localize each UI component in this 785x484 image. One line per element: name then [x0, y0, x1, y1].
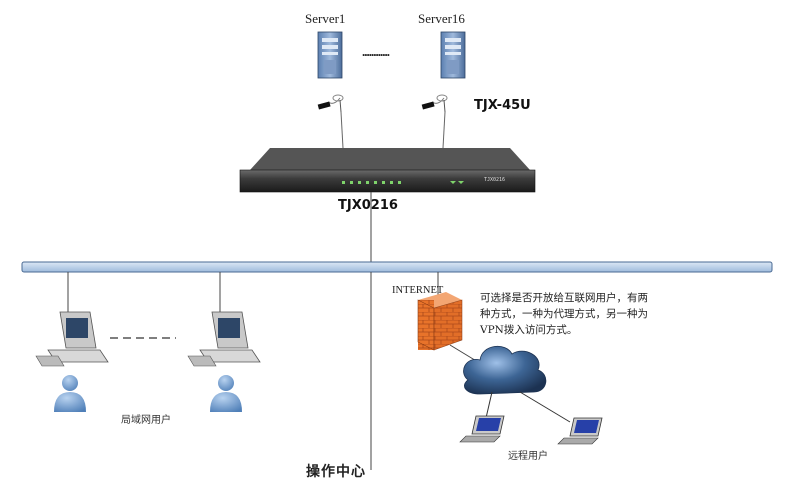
adapter-label: TJX-45U: [474, 98, 531, 113]
operations-center-label: 操作中心: [306, 464, 366, 480]
server-1-icon: [317, 31, 343, 79]
lan-user-1-icon: [54, 375, 86, 412]
remote-users-label: 远程用户: [508, 451, 548, 462]
server-16-label: Server16: [418, 11, 465, 26]
remote-laptop-1-icon: [459, 415, 505, 443]
adapter-1-icon: [317, 94, 344, 113]
switch-panel-text: TJX0216: [484, 177, 506, 183]
kvm-switch-icon: [239, 148, 536, 193]
server-ellipsis: ............: [362, 44, 390, 59]
switch-name-label: TJX0216: [338, 198, 398, 213]
cable-server1: [340, 111, 344, 149]
cloud-laptop-1-line: [485, 391, 493, 419]
lan-user-2-icon: [210, 375, 242, 412]
lan-users-label: 局域网用户: [121, 415, 171, 426]
firewall-icon: [417, 292, 463, 351]
server-16-icon: [440, 31, 466, 79]
lan-bus: [21, 261, 773, 273]
cloud-laptop-2-line: [519, 391, 571, 423]
remote-access-note: 可选择是否开放给互联网用户，有两种方式，一种为代理方式，另一种为VPN拨入访问方…: [480, 292, 648, 336]
lan-pc-2-icon: [187, 311, 261, 367]
internet-cloud-icon: [463, 346, 547, 395]
adapter-16-icon: [421, 94, 448, 113]
server-1-label: Server1: [305, 11, 346, 26]
lan-pc-1-icon: [35, 311, 109, 367]
remote-laptop-2-icon: [557, 417, 603, 445]
internet-label: INTERNET: [392, 285, 444, 296]
cable-server16: [442, 111, 446, 149]
